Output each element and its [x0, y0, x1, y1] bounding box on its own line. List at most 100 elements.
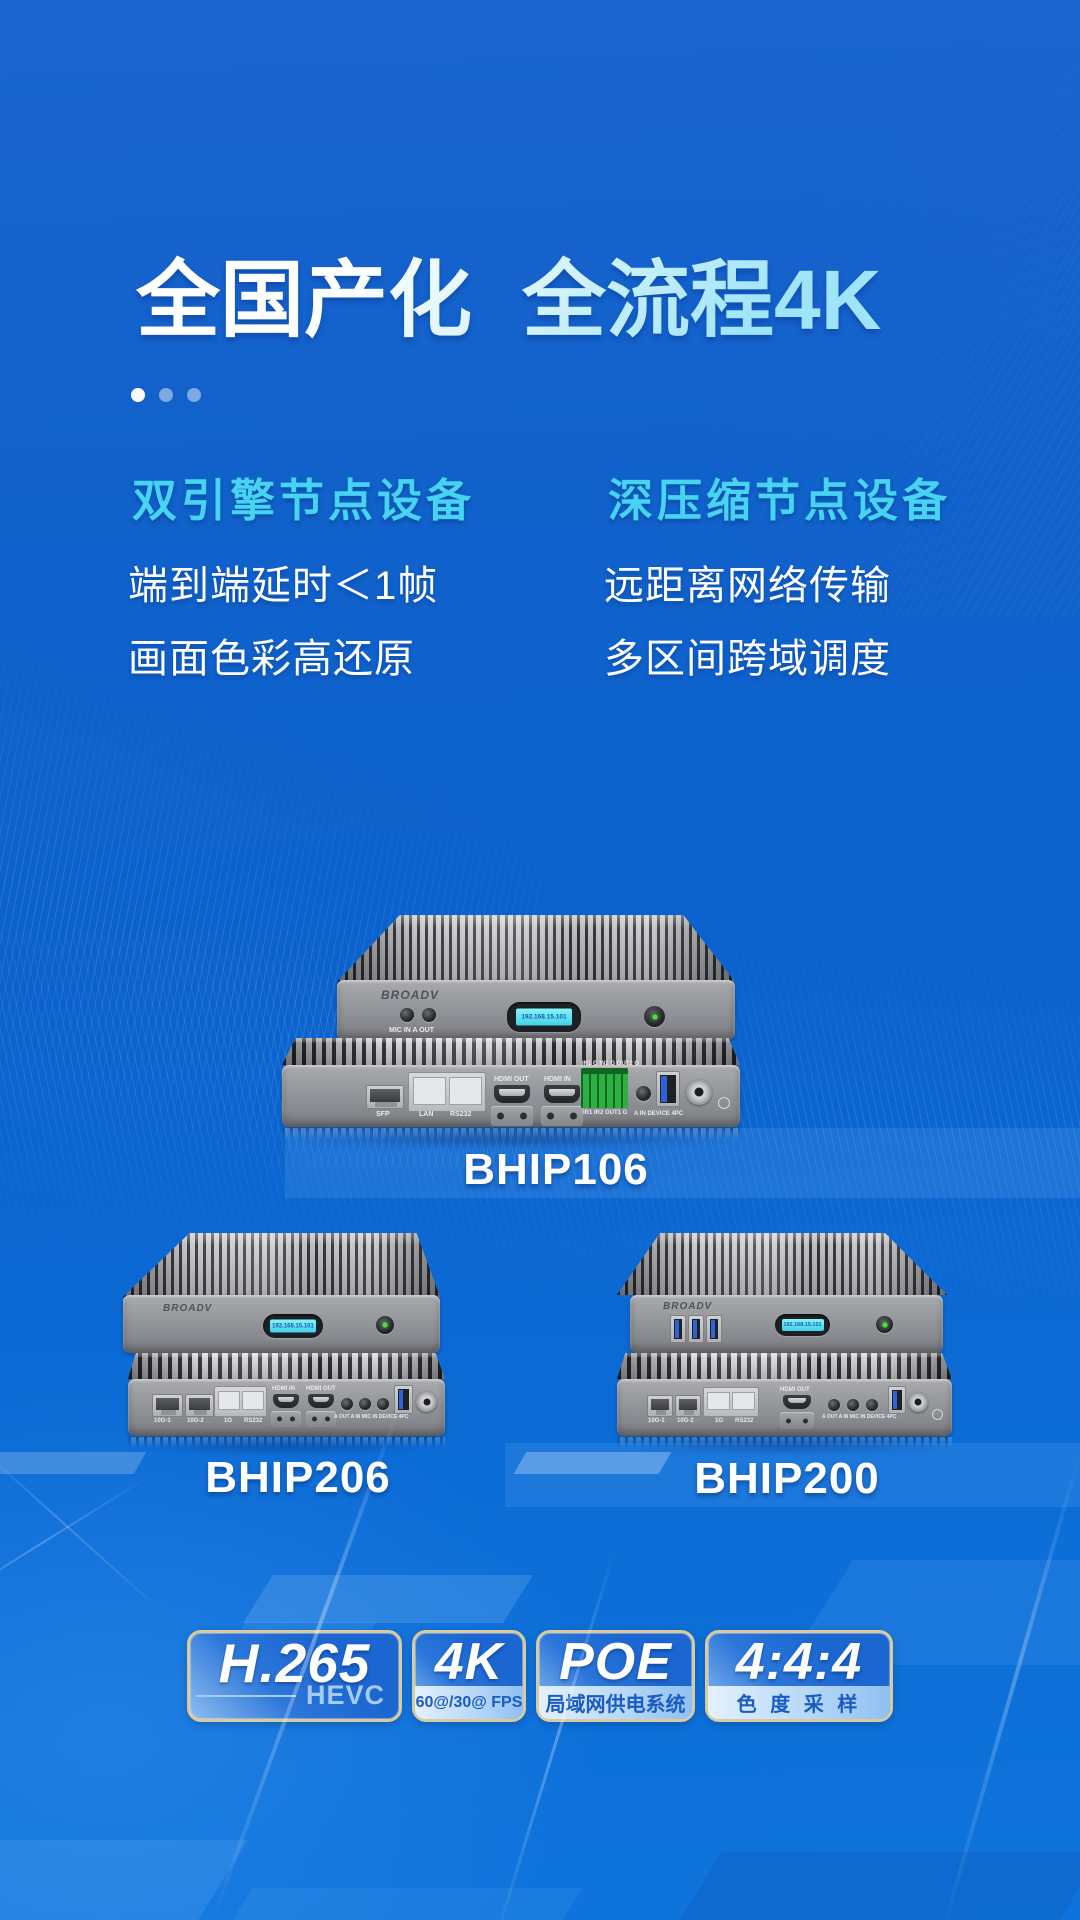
bhip106-dc-jack	[686, 1079, 712, 1105]
bhip206-sfp1-label: 10G-1	[154, 1418, 171, 1424]
column-1-line-1: 端到端延时＜1帧	[128, 564, 439, 608]
column-2-line-1: 远距离网络传输	[604, 564, 891, 608]
badge-4k: 4K 60@/30@ FPS	[412, 1630, 526, 1722]
bhip200-usb-front-3	[706, 1315, 722, 1343]
badge-poe: POE 局域网供电系统	[536, 1630, 695, 1722]
badge-4k-title: 4K	[434, 1633, 504, 1691]
bhip200-hdmi-out-bracket	[780, 1412, 814, 1429]
device-bhip106: BROADV MIC IN A OUT 192.168.15.101 SFP L…	[282, 915, 740, 1195]
bhip200-shadow	[620, 1438, 955, 1454]
bhip200-rj45-ports	[703, 1387, 759, 1417]
bhip106-hdmi-out-label: HDMI OUT	[494, 1076, 529, 1083]
bhip206-sfp-port-1	[152, 1394, 183, 1417]
bhip200-sfp-port-2	[675, 1395, 701, 1417]
bhip106-power-led	[652, 1014, 657, 1019]
badge-4k-subtitle: 60@/30@ FPS	[415, 1686, 523, 1719]
bhip200-audio-jack-1	[828, 1399, 840, 1411]
bhip106-phoenix-top-label: IN1 G IN2 G OUT2 G	[582, 1061, 640, 1067]
bhip206-power-led	[382, 1322, 388, 1328]
bhip206-audio-jack-1	[341, 1398, 353, 1410]
carousel-dot-active[interactable]	[131, 388, 145, 402]
bhip106-hdmi-out-port	[494, 1085, 530, 1103]
bhip200-lcd-screen: 192.168.15.101	[781, 1319, 824, 1331]
bhip106-usb-port	[656, 1071, 680, 1107]
bhip106-rj45-ports	[408, 1072, 486, 1112]
bhip200-power-button[interactable]	[876, 1316, 893, 1333]
bhip200-dc-jack	[908, 1392, 928, 1412]
bhip106-hdmi-in-label: HDMI IN	[544, 1076, 571, 1083]
bhip200-model-label: BHIP200	[694, 1454, 880, 1503]
badge-poe-title: POE	[559, 1633, 672, 1691]
bhip206-model-label: BHIP206	[205, 1453, 391, 1502]
bhip106-heatsink-top	[337, 915, 735, 982]
bhip206-lan-label: 1G	[224, 1418, 233, 1424]
bhip106-front-panel-bottom: SFP LAN RS232 HDMI OUT HDMI IN IN1 G IN2…	[282, 1061, 740, 1127]
bhip200-audio-labels: A OUT A IN MIC IN DEVICE 4PC	[822, 1414, 897, 1420]
bhip200-usb-port	[888, 1386, 906, 1414]
column-1-heading: 双引擎节点设备	[132, 475, 476, 526]
bhip106-brand-logo: BROADV	[381, 988, 440, 1002]
bhip206-rj45-ports	[214, 1386, 267, 1417]
bhip106-mic-label: MIC IN A OUT	[389, 1027, 434, 1034]
bhip200-audio-jack-2	[847, 1399, 859, 1411]
bhip106-power-button[interactable]	[644, 1006, 665, 1027]
bhip106-front-panel-top: BROADV MIC IN A OUT 192.168.15.101	[337, 980, 735, 1040]
bhip206-front-panel-top: BROADV 192.168.15.101	[123, 1295, 440, 1353]
bhip206-hdmi-in-bracket	[271, 1411, 301, 1427]
device-bhip200: BROADV 192.168.15.101 10G-1 10G-2 1G RS2…	[615, 1233, 960, 1463]
bhip106-phoenix-connector	[581, 1068, 628, 1108]
badge-444-title: 4:4:4	[735, 1633, 863, 1691]
bhip206-hdmi-out-bracket	[306, 1411, 336, 1427]
badge-444: 4:4:4 色 度 采 样	[705, 1630, 893, 1722]
bhip206-sfp2-label: 10G-2	[187, 1418, 204, 1424]
bhip200-heatsink-mid	[617, 1353, 952, 1379]
deco-band-bottomright	[678, 1852, 1080, 1920]
bhip106-lcd-display: 192.168.15.101	[507, 1002, 581, 1032]
bhip206-lcd-display: 192.168.15.101	[263, 1314, 323, 1338]
bhip200-ground-icon	[932, 1409, 943, 1420]
badge-h265: H.265 HEVC	[187, 1630, 402, 1722]
bhip200-brand-logo: BROADV	[663, 1301, 713, 1312]
column-1-line-2: 画面色彩高还原	[128, 637, 415, 681]
bhip200-reflection	[617, 1437, 952, 1449]
bhip200-sfp1-label: 10G-1	[648, 1418, 665, 1424]
bhip206-hdmi-out-label: HDMI OUT	[306, 1386, 336, 1392]
bhip106-hdmi-in-port	[544, 1085, 580, 1103]
bhip106-reflection	[282, 1128, 740, 1142]
bhip206-reflection	[128, 1437, 445, 1449]
bhip106-lan-label: LAN	[419, 1111, 434, 1118]
bhip206-hdmi-in-port	[273, 1394, 299, 1408]
badge-h265-title: H.265	[218, 1632, 371, 1694]
carousel-dot-2[interactable]	[159, 388, 173, 402]
deco-band-bottomleft	[0, 1840, 249, 1920]
bhip206-usb-port	[394, 1385, 413, 1414]
bhip106-heatsink-mid	[282, 1038, 740, 1065]
device-bhip206: BROADV 192.168.15.101 10G-1 10G-2 1G RS2…	[95, 1233, 450, 1463]
bhip106-model-label: BHIP106	[463, 1145, 649, 1194]
bhip200-hdmi-out-label: HDMI OUT	[780, 1387, 810, 1393]
bhip200-lcd-display: 192.168.15.101	[775, 1314, 830, 1336]
deco-band-bhip106	[285, 1128, 1080, 1198]
bhip206-power-button[interactable]	[376, 1316, 394, 1334]
carousel-dot-3[interactable]	[187, 388, 201, 402]
bhip200-heatsink-top	[617, 1233, 947, 1295]
bhip200-front-panel-top: BROADV 192.168.15.101	[630, 1295, 943, 1353]
bhip206-front-panel-bottom: 10G-1 10G-2 1G RS232 HDMI IN HDMI OUT A …	[128, 1379, 445, 1436]
bhip200-hdmi-out-port	[783, 1395, 811, 1409]
bhip106-sfp-label: SFP	[376, 1111, 390, 1118]
bhip200-sfp-port-1	[647, 1395, 673, 1417]
bhip106-phoenix-bottom-label: IR1 IR2 OUT1 G	[583, 1110, 628, 1116]
badge-444-subtitle: 色 度 采 样	[708, 1686, 890, 1719]
bhip200-lan-label: 1G	[715, 1418, 724, 1424]
badge-poe-subtitle: 局域网供电系统	[539, 1686, 692, 1719]
bhip206-brand-logo: BROADV	[163, 1303, 213, 1314]
bhip106-mic-jack-2	[422, 1008, 436, 1022]
bhip206-audio-labels: A OUT A IN MIC IN DEVICE 4PC	[334, 1414, 409, 1420]
bhip106-sfp-port	[366, 1085, 404, 1109]
bhip206-audio-jack-3	[377, 1398, 389, 1410]
deco-band-bhip200	[505, 1443, 1080, 1507]
bhip206-shadow	[125, 1438, 445, 1454]
bhip200-front-panel-bottom: 10G-1 10G-2 1G RS232 HDMI OUT A OUT A IN…	[617, 1379, 952, 1436]
title-part-2: 全流程4K	[522, 253, 882, 347]
